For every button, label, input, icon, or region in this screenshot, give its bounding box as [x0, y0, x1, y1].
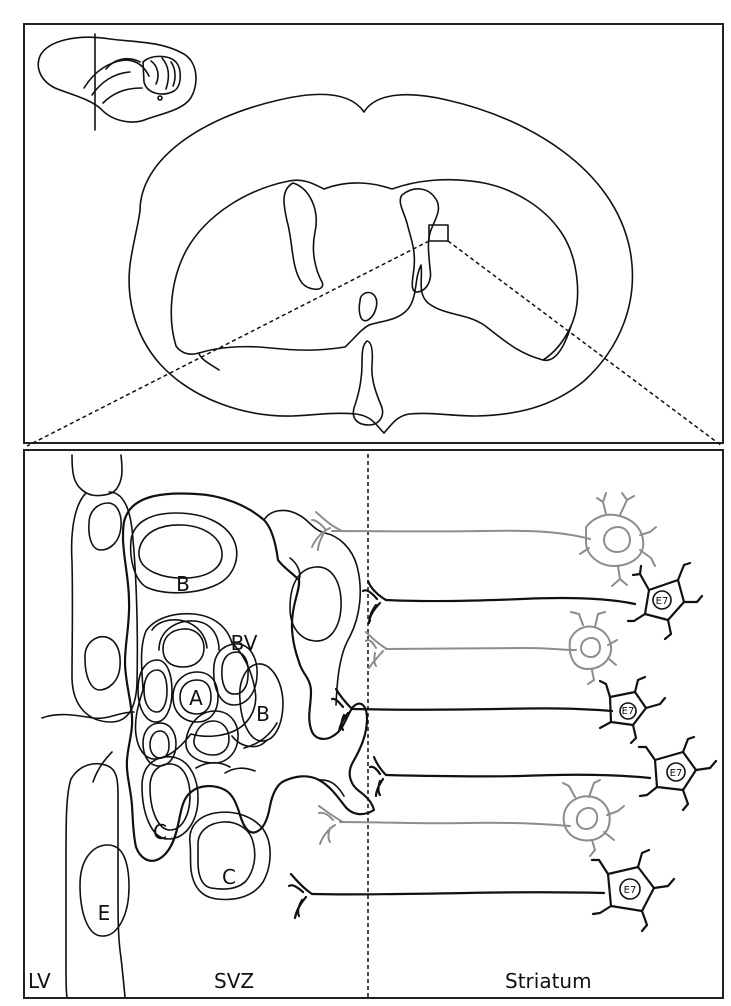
zoom-line-left [27, 241, 429, 446]
black-neuron-4: E7 [289, 850, 674, 931]
coronal-section [129, 94, 632, 433]
label-b-upper: B [176, 572, 190, 596]
gray-neuron-3 [319, 780, 624, 856]
label-c-left: C [153, 820, 167, 844]
label-a: A [189, 686, 203, 710]
black-neuron-2: E7 [332, 677, 665, 743]
black-neuron-3: E7 [370, 737, 716, 810]
label-bv: BV [231, 631, 258, 655]
neuron-tag-4: E7 [624, 885, 637, 896]
label-b-lower: B [256, 702, 270, 726]
neuron-tag-2: E7 [622, 706, 635, 717]
neuron-tag-1: E7 [656, 596, 669, 607]
label-e: E [98, 901, 111, 925]
gray-neuron-2 [366, 612, 617, 684]
black-neuron-1: E7 [363, 563, 702, 639]
neuron-tag-3: E7 [670, 768, 683, 779]
label-striatum: Striatum [505, 969, 592, 993]
label-c-right: C [222, 865, 236, 889]
sagittal-brain-icon [38, 34, 196, 130]
label-lv: LV [28, 969, 51, 993]
label-svz: SVZ [214, 969, 254, 993]
gray-neuron-1 [312, 493, 656, 586]
